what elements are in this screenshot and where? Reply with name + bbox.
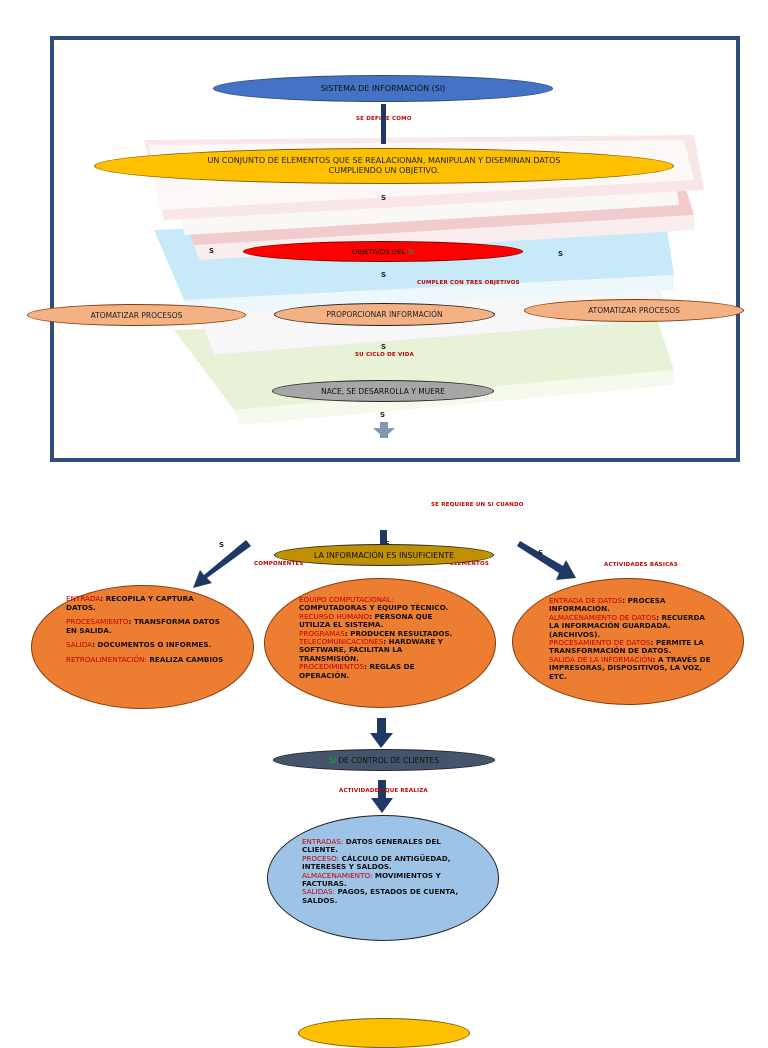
- s-marker-9: S: [538, 549, 544, 557]
- center-item: TELECOMUNICACIONES: HARDWARE Y SOFTWARE,…: [299, 637, 443, 663]
- center-components-node: EQUIPO COMPUTACIONAL: COMPUTADORAS Y EQU…: [264, 578, 496, 708]
- objective-right-text: ATOMATIZAR PROCESOS: [588, 306, 680, 315]
- objectives-node: OBJETIVOS DEL SI: [243, 241, 523, 262]
- link-defined-label: SE DEFINE COMO: [356, 116, 412, 122]
- client-activities-list: ENTRADAS: DATOS GENERALES DEL CLIENTE. P…: [302, 837, 468, 905]
- client-item: ALMACENAMIENTO: MOVIMIENTOS Y FACTURAS.: [302, 870, 441, 889]
- right-activities-list: ENTRADA DE DATOS: PROCESA INFORMACIÓN. A…: [549, 596, 715, 681]
- s-marker-1: S: [381, 194, 387, 202]
- left-elements-list: ENTRADA: RECOPILA Y CAPTURA DATOS. PROCE…: [66, 594, 225, 671]
- s-marker-2: S: [209, 247, 215, 255]
- client-item: PROCESO: CÁLCULO DE ANTIGÜEDAD, INTERESE…: [302, 853, 451, 872]
- control-text: DE CONTROL DE CLIENTES: [338, 755, 440, 765]
- link-elements-label: ELEMENTOS: [450, 561, 490, 567]
- s-marker-5: S: [381, 343, 387, 351]
- client-item: SALIDAS: PAGOS, ESTADOS DE CUENTA, SALDO…: [302, 887, 459, 905]
- center-item: PROGRAMAS: PRODUCEN RESULTADOS.: [299, 628, 453, 638]
- link-activities-label: ACTIVIDADES QUE REALIZA: [339, 788, 428, 794]
- arrow-down-control-head: [370, 733, 393, 748]
- client-item: ENTRADAS: DATOS GENERALES DEL CLIENTE.: [302, 837, 441, 855]
- si-title-text: SISTEMA DE INFORMACIÓN (SI): [320, 84, 446, 93]
- lifecycle-node: NACE, SE DESARROLLA Y MUERE: [272, 380, 494, 402]
- right-item: SALIDA DE LA INFORMACIÓN: A TRAVÉS DE IM…: [549, 654, 711, 681]
- lifecycle-text: NACE, SE DESARROLLA Y MUERE: [321, 386, 445, 396]
- next-page-node-fragment: [298, 1018, 470, 1048]
- right-item: PROCESAMIENTO DE DATOS: PERMITE LA TRANS…: [549, 638, 704, 656]
- s-marker-3: S: [558, 250, 564, 258]
- right-item: ALMACENAMIENTO DE DATOS: RECUERDA LA INF…: [549, 612, 705, 639]
- definition-text: UN CONJUNTO DE ELEMENTOS QUE SE REALACIO…: [207, 156, 561, 175]
- center-components-list: EQUIPO COMPUTACIONAL: COMPUTADORAS Y EQU…: [299, 595, 463, 680]
- insufficient-text: LA INFORMACIÓN ES INSUFICIENTE: [313, 550, 455, 560]
- arrow-right-diagonal: [517, 541, 576, 580]
- objective-left-node: ATOMATIZAR PROCESOS: [27, 304, 246, 326]
- objective-left-text: ATOMATIZAR PROCESOS: [90, 310, 183, 320]
- link-activities-basic-label: ACTIVIDADES BÁSICAS: [604, 562, 678, 568]
- link-cycle-label: SU CICLO DE VIDA: [355, 352, 414, 358]
- link-required-label: SE REQUIERE UN SI CUANDO: [431, 502, 524, 508]
- center-item: RECURSO HUMANO: PERSONA QUE UTILIZA EL S…: [299, 611, 433, 630]
- arrow-down-activities-head: [371, 798, 393, 813]
- objectives-text: OBJETIVOS DEL: [351, 247, 406, 256]
- s-marker-6: S: [380, 411, 386, 419]
- arrow-down-control-shaft: [377, 718, 386, 736]
- link-components-label: COMPONENTES: [254, 561, 304, 567]
- link-objectives-label: CUMPLER CON TRES OBJETIVOS: [417, 280, 520, 286]
- left-item: SALIDA: DOCUMENTOS O INFORMES.: [66, 640, 212, 650]
- client-activities-node: ENTRADAS: DATOS GENERALES DEL CLIENTE. P…: [267, 815, 499, 941]
- control-prefix: SI: [328, 755, 336, 765]
- left-item: RETROALIMENTACIÓN: REALIZA CAMBIOS: [66, 654, 224, 664]
- left-elements-node: ENTRADA: RECOPILA Y CAPTURA DATOS. PROCE…: [31, 585, 254, 709]
- right-item: ENTRADA DE DATOS: PROCESA INFORMACIÓN.: [549, 596, 666, 614]
- left-item: ENTRADA: RECOPILA Y CAPTURA DATOS.: [66, 594, 194, 612]
- center-item: EQUIPO COMPUTACIONAL: COMPUTADORAS Y EQU…: [299, 595, 449, 613]
- definition-node: UN CONJUNTO DE ELEMENTOS QUE SE REALACIO…: [94, 148, 674, 184]
- objective-right-node: ATOMATIZAR PROCESOS: [524, 299, 744, 322]
- objectives-suffix: SI: [407, 247, 415, 256]
- insufficient-node: LA INFORMACIÓN ES INSUFICIENTE: [274, 544, 494, 566]
- right-activities-node: ENTRADA DE DATOS: PROCESA INFORMACIÓN. A…: [512, 578, 744, 705]
- objective-center-node: PROPORCIONAR INFORMACIÓN: [274, 303, 495, 326]
- si-title-node: SISTEMA DE INFORMACIÓN (SI): [213, 75, 553, 102]
- s-marker-8: S: [219, 541, 225, 549]
- s-marker-4: S: [381, 271, 387, 279]
- center-item: PROCEDIMIENTOS: REGLAS DE OPERACIÓN.: [299, 662, 415, 680]
- objective-center-text: PROPORCIONAR INFORMACIÓN: [326, 310, 443, 319]
- control-clients-node: SI DE CONTROL DE CLIENTES: [273, 749, 495, 771]
- left-item: PROCESAMIENTO: TRANSFORMA DATOS EN SALID…: [66, 617, 220, 635]
